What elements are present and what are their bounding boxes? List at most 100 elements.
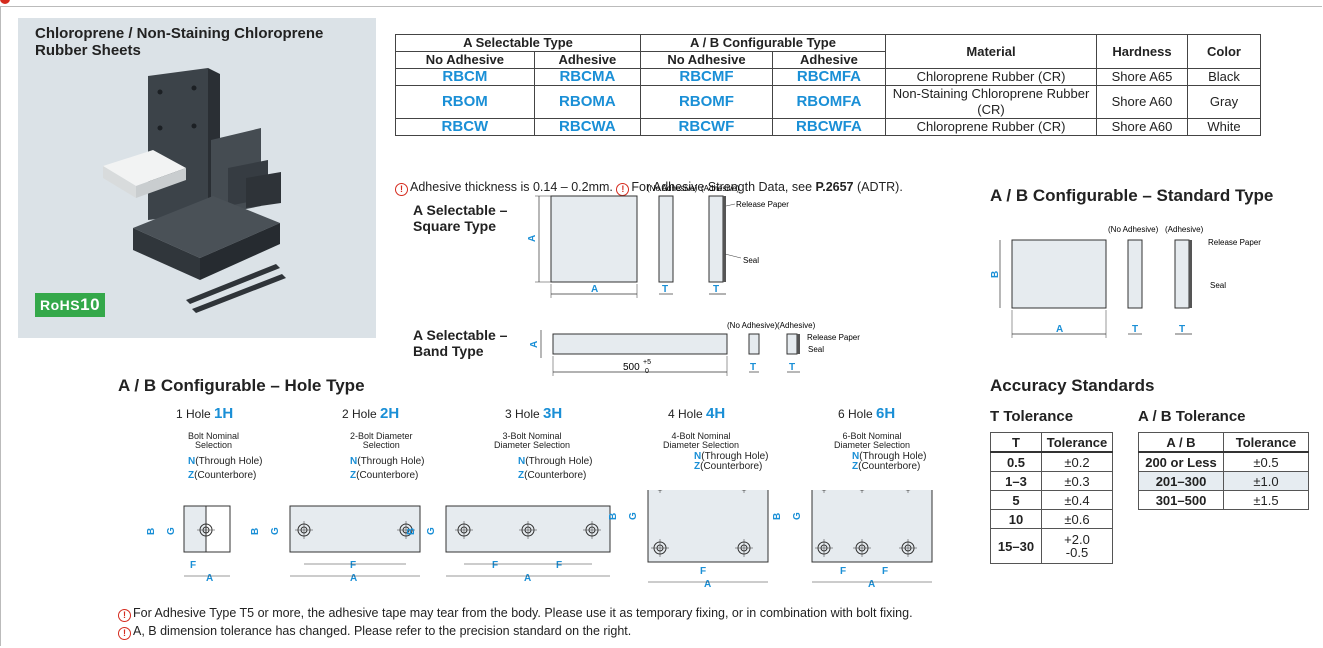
svg-text:F: F — [556, 560, 562, 571]
band-tol-down: 0 — [645, 368, 649, 375]
svg-text:F: F — [350, 560, 356, 571]
dim-T: T — [1179, 324, 1185, 335]
svg-text:F: F — [840, 566, 846, 577]
band-type-diagram: A 500 +5 0 T (No Adhesive) (Adhesive) Re… — [529, 321, 860, 376]
part-code-link[interactable]: RBOMFA — [771, 85, 887, 119]
svg-text:F: F — [882, 566, 888, 577]
product-photo-panel: Chloroprene / Non-Staining Chloroprene R… — [18, 18, 376, 338]
svg-text:B: B — [250, 528, 261, 535]
page-link[interactable]: P.2657 — [815, 180, 854, 194]
hole-options-3h: N(Through Hole)Z(Counterbore) — [518, 456, 593, 481]
product-title-line1: Chloroprene / Non-Staining Chloroprene — [35, 25, 324, 42]
hole-variant-3h: 3 Hole 3H — [505, 405, 563, 422]
dim-A: A — [1056, 324, 1063, 335]
part-code-link[interactable]: RBCMF — [640, 68, 773, 86]
svg-text:F: F — [700, 566, 706, 577]
th-ab-configurable: A / B Configurable Type — [640, 34, 886, 52]
dim-A: A — [527, 235, 538, 242]
alert-icon: ! — [118, 627, 131, 640]
svg-text:F: F — [190, 560, 196, 571]
t-tolerance-title: T Tolerance — [990, 408, 1074, 425]
hole-type-title: A / B Configurable – Hole Type — [118, 376, 365, 395]
part-code-link[interactable]: RBCM — [395, 68, 535, 86]
content-frame — [0, 6, 1322, 646]
th-a-no-adhesive: No Adhesive — [395, 51, 535, 69]
hardness-cell: Shore A60 — [1096, 85, 1188, 119]
adhesive-label: (Adhesive) — [701, 184, 740, 193]
part-code-link[interactable]: RBCW — [395, 118, 535, 136]
dim-T: T — [750, 362, 756, 373]
seal-label: Seal — [743, 256, 759, 265]
hardness-cell: Shore A65 — [1096, 68, 1188, 86]
hole-options-2h: N(Through Hole)Z(Counterbore) — [350, 456, 425, 481]
adhesive-note: !Adhesive thickness is 0.14 – 0.2mm. !Fo… — [395, 180, 903, 196]
svg-text:B: B — [406, 528, 417, 535]
table-row: RBOM RBOMA RBOMF RBOMFA Non-Staining Chl… — [395, 85, 1261, 119]
svg-text:A: A — [206, 573, 213, 584]
color-cell: Gray — [1187, 85, 1261, 119]
no-adhesive-label: (No Adhesive) — [647, 184, 698, 193]
th-material: Material — [885, 34, 1097, 69]
alert-icon: ! — [118, 609, 131, 622]
hole-options-1h: N(Through Hole)Z(Counterbore) — [188, 456, 263, 481]
spec-table: A Selectable Type A / B Configurable Typ… — [395, 34, 1261, 136]
table-row: RBCW RBCWA RBCWF RBCWFA Chloroprene Rubb… — [395, 118, 1261, 136]
footer-note-2: !A, B dimension tolerance has changed. P… — [118, 624, 631, 640]
dim-T: T — [662, 284, 668, 295]
part-code-link[interactable]: RBCMA — [533, 68, 642, 86]
hole-variant-1h: 1 Hole 1H — [176, 405, 234, 422]
part-code-link[interactable]: RBOMF — [640, 85, 773, 119]
no-adhesive-label: (No Adhesive) — [1108, 225, 1159, 234]
material-cell: Chloroprene Rubber (CR) — [885, 68, 1097, 86]
release-paper-label: Release Paper — [736, 200, 789, 209]
product-title: Chloroprene / Non-Staining Chloroprene R… — [35, 25, 355, 59]
color-cell: Black — [1187, 68, 1261, 86]
th-a-selectable: A Selectable Type — [395, 34, 641, 52]
th-hardness: Hardness — [1096, 34, 1188, 69]
band-tol-up: +5 — [643, 359, 651, 366]
square-type-diagram: A A (No Adhesive) T (Adhesive) Release P… — [527, 184, 789, 298]
hole-variant-6h: 6 Hole 6H — [838, 405, 896, 422]
hole-options-6h: N(Through Hole)Z(Counterbore) — [852, 451, 927, 472]
svg-text:G: G — [426, 527, 437, 535]
svg-text:A: A — [868, 579, 875, 590]
part-code-link[interactable]: RBCWA — [533, 118, 642, 136]
hardness-cell: Shore A60 — [1096, 118, 1188, 136]
material-cell: Non-Staining Chloroprene Rubber (CR) — [885, 85, 1097, 119]
part-code-link[interactable]: RBCWF — [640, 118, 773, 136]
dim-T: T — [789, 362, 795, 373]
seal-label: Seal — [1210, 281, 1226, 290]
th-ab-no-adhesive: No Adhesive — [640, 51, 773, 69]
part-code-link[interactable]: RBCMFA — [771, 68, 887, 86]
release-paper-label: Release Paper — [807, 333, 860, 342]
svg-text:F: F — [492, 560, 498, 571]
svg-text:G: G — [270, 527, 281, 535]
standard-type-diagram: B A T (No Adhesive) (Adhesive) Release P… — [990, 225, 1261, 338]
rubber-sheets-image — [103, 68, 286, 313]
rohs-badge: RoHS10 — [35, 293, 106, 317]
hole-variant-2h: 2 Hole 2H — [342, 405, 400, 422]
band-length: 500 — [623, 362, 640, 373]
adhesive-label: (Adhesive) — [777, 321, 816, 330]
svg-text:G: G — [166, 527, 177, 535]
standard-type-title: A / B Configurable – Standard Type — [990, 186, 1274, 205]
svg-text:G: G — [792, 512, 803, 520]
ab-tolerance-title: A / B Tolerance — [1138, 408, 1246, 425]
dim-A: A — [591, 284, 598, 295]
accuracy-title: Accuracy Standards — [990, 376, 1155, 395]
part-code-link[interactable]: RBCWFA — [771, 118, 887, 136]
product-title-line2: Rubber Sheets — [35, 42, 141, 59]
color-cell: White — [1187, 118, 1261, 136]
svg-text:A: A — [524, 573, 531, 584]
seal-label: Seal — [808, 345, 824, 354]
material-cell: Chloroprene Rubber (CR) — [885, 118, 1097, 136]
part-code-link[interactable]: RBOM — [395, 85, 535, 119]
release-paper-label: Release Paper — [1208, 238, 1261, 247]
table-row: RBCM RBCMA RBCMF RBCMFA Chloroprene Rubb… — [395, 68, 1261, 86]
svg-text:A: A — [350, 573, 357, 584]
part-code-link[interactable]: RBOMA — [533, 85, 642, 119]
